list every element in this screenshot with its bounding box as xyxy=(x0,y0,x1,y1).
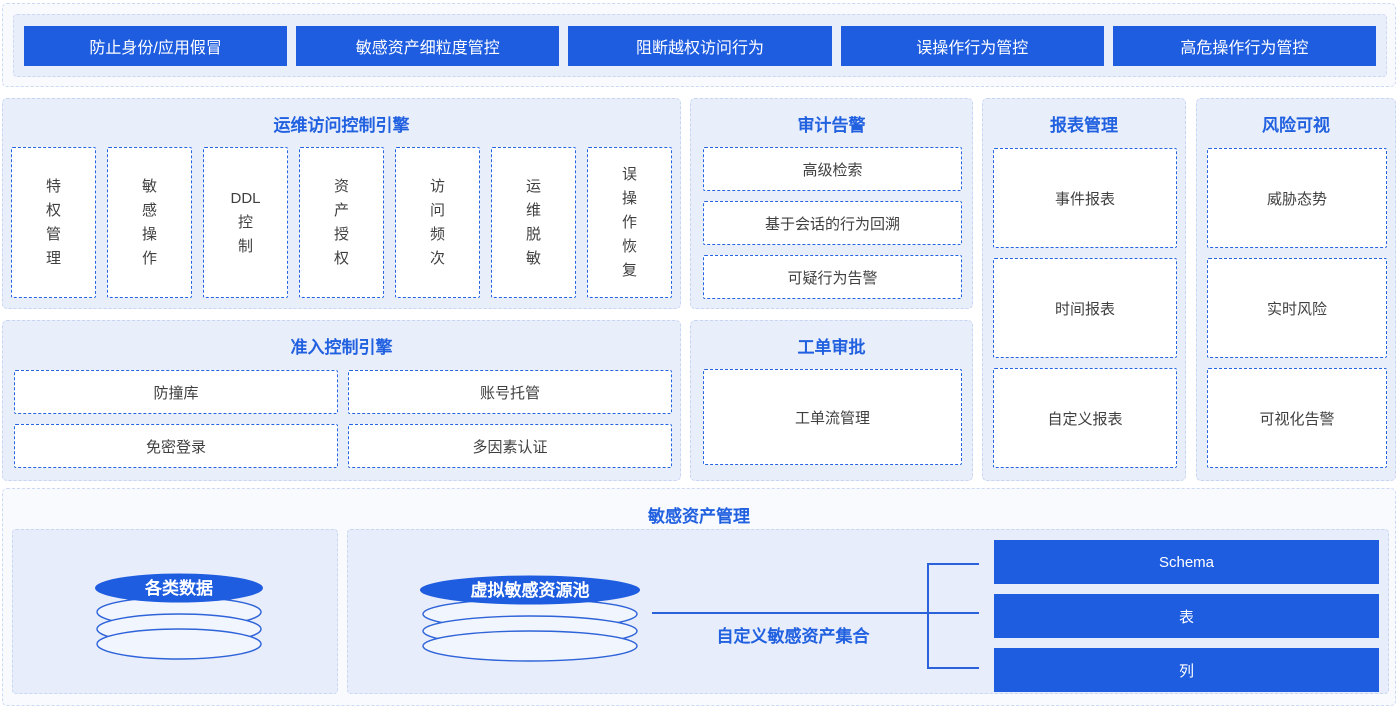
level-box: 列 xyxy=(994,648,1379,692)
ops-box: 误 操 作 恢 复 xyxy=(587,147,672,298)
asset-subpanel-pool: 虚拟敏感资源池 自定义敏感资产集合 Schema 表 列 xyxy=(347,529,1389,694)
access-item: 多因素认证 xyxy=(348,424,672,468)
ops-box: 资 产 授 权 xyxy=(299,147,384,298)
ops-box-label: DDL 控 制 xyxy=(230,189,261,255)
connector-line xyxy=(652,612,979,614)
report-item: 时间报表 xyxy=(993,258,1177,358)
panel-access-engine: 准入控制引擎 防撞库 账号托管 免密登录 多因素认证 xyxy=(2,320,681,481)
banner-item: 敏感资产细粒度管控 xyxy=(296,26,560,66)
panel-audit: 审计告警 高级检索 基于会话的行为回溯 可疑行为告警 xyxy=(690,98,973,309)
access-item: 免密登录 xyxy=(14,424,338,468)
ops-box-label: 敏 感 操 作 xyxy=(141,177,157,267)
ops-box-label: 资 产 授 权 xyxy=(333,177,349,267)
banner-item: 高危操作行为管控 xyxy=(1112,26,1377,66)
level-box: 表 xyxy=(994,594,1379,638)
risk-item: 可视化告警 xyxy=(1207,368,1387,468)
cylinder-label: 虚拟敏感资源池 xyxy=(471,580,590,600)
panel-report: 报表管理 事件报表 时间报表 自定义报表 xyxy=(982,98,1186,481)
database-cylinder-icon: 各类数据 xyxy=(95,573,263,660)
ticket-item: 工单流管理 xyxy=(703,369,962,465)
access-item: 防撞库 xyxy=(14,370,338,414)
banner-panel: 防止身份/应用假冒 敏感资产细粒度管控 阻断越权访问行为 误操作行为管控 高危操… xyxy=(13,14,1387,77)
audit-item: 可疑行为告警 xyxy=(703,255,962,299)
banner-wrapper: 防止身份/应用假冒 敏感资产细粒度管控 阻断越权访问行为 误操作行为管控 高危操… xyxy=(2,3,1396,87)
banner-item: 阻断越权访问行为 xyxy=(568,26,832,66)
ops-box: DDL 控 制 xyxy=(203,147,288,298)
ops-box: 敏 感 操 作 xyxy=(107,147,192,298)
ops-box: 特 权 管 理 xyxy=(11,147,96,298)
ops-box-label: 误 操 作 恢 复 xyxy=(621,165,637,279)
ops-box-label: 运 维 脱 敏 xyxy=(525,177,541,267)
risk-item: 实时风险 xyxy=(1207,258,1387,358)
ops-box-label: 特 权 管 理 xyxy=(45,177,61,267)
report-item: 自定义报表 xyxy=(993,368,1177,468)
audit-item: 基于会话的行为回溯 xyxy=(703,201,962,245)
access-item: 账号托管 xyxy=(348,370,672,414)
ops-engine-boxes: 特 权 管 理 敏 感 操 作 DDL 控 制 资 产 授 权 访 问 频 次 … xyxy=(11,147,672,298)
database-cylinder-icon: 虚拟敏感资源池 xyxy=(420,575,640,662)
panel-title: 准入控制引擎 xyxy=(290,338,393,357)
panel-title: 报表管理 xyxy=(1050,116,1118,135)
report-item: 事件报表 xyxy=(993,148,1177,248)
panel-ops-engine: 运维访问控制引擎 特 权 管 理 敏 感 操 作 DDL 控 制 资 产 授 权… xyxy=(2,98,681,309)
panel-title: 运维访问控制引擎 xyxy=(273,116,410,135)
ops-box: 运 维 脱 敏 xyxy=(491,147,576,298)
level-box: Schema xyxy=(994,540,1379,584)
ops-box: 访 问 频 次 xyxy=(395,147,480,298)
asset-subpanel-data: 各类数据 xyxy=(12,529,338,694)
cylinder-label: 各类数据 xyxy=(144,578,213,598)
panel-title: 风险可视 xyxy=(1262,116,1330,135)
panel-title: 敏感资产管理 xyxy=(648,507,750,526)
banner-item: 误操作行为管控 xyxy=(840,26,1104,66)
panel-title: 审计告警 xyxy=(797,116,866,135)
risk-item: 威胁态势 xyxy=(1207,148,1387,248)
connector-stub-bottom xyxy=(927,667,979,669)
ops-box-label: 访 问 频 次 xyxy=(429,177,445,267)
audit-item: 高级检索 xyxy=(703,147,962,191)
banner-item: 防止身份/应用假冒 xyxy=(24,26,288,66)
panel-title: 工单审批 xyxy=(797,338,866,357)
connector-stub-top xyxy=(927,563,979,565)
panel-risk: 风险可视 威胁态势 实时风险 可视化告警 xyxy=(1196,98,1396,481)
connector-bracket xyxy=(927,563,929,669)
collection-label: 自定义敏感资产集合 xyxy=(716,627,870,646)
panel-asset: 敏感资产管理 各类数据 虚拟敏感资源池 xyxy=(2,488,1396,706)
panel-ticket: 工单审批 工单流管理 xyxy=(690,320,973,481)
